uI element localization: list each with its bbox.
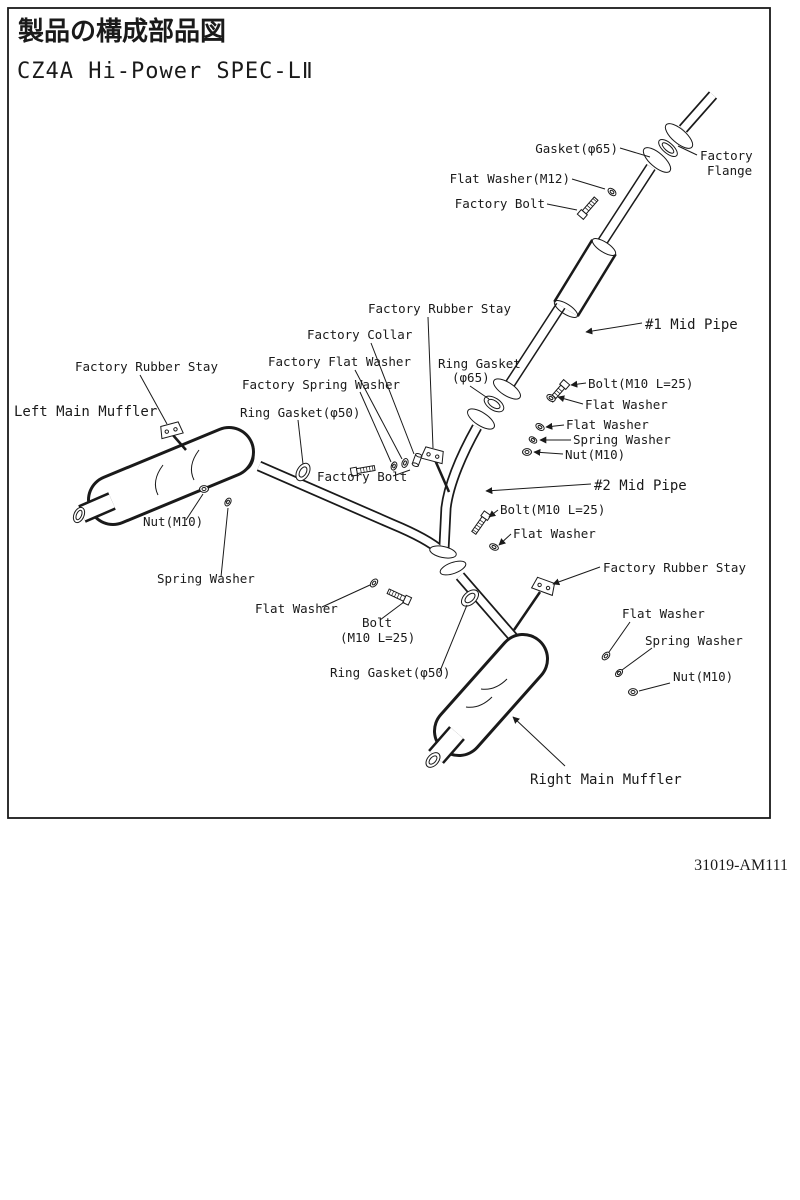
ring-gasket-65-glyph: [483, 395, 505, 413]
label-ring-gasket-65-line2: (φ65): [452, 370, 490, 385]
label-bolt-lower-line1: Bolt: [362, 615, 392, 630]
label-bolt-lower-line2: (M10 L=25): [340, 630, 415, 645]
nut-bottom-right-glyph: [628, 688, 638, 696]
label-left-main-muffler: Left Main Muffler: [14, 404, 157, 420]
label-factory-flange-line2: Flange: [707, 163, 752, 178]
label-nut-m10-left: Nut(M10): [143, 514, 203, 529]
label-factory-rubber-stay-right: Factory Rubber Stay: [603, 560, 746, 575]
label-flat-washer-m12: Flat Washer(M12): [450, 171, 570, 186]
label-factory-spring-washer: Factory Spring Washer: [242, 377, 401, 392]
exhaust-drawing: [72, 91, 718, 768]
label-factory-collar: Factory Collar: [307, 327, 413, 342]
hanger-rod-mid: [433, 459, 451, 493]
label-factory-rubber-stay-mid: Factory Rubber Stay: [368, 301, 511, 316]
label-flat-washer-right-mid: Flat Washer: [566, 417, 649, 432]
ring-gasket-50-left-glyph: [295, 462, 311, 482]
left-main-muffler-shape: [72, 426, 255, 526]
leader-lines: [139, 145, 698, 767]
gasket-65-glyph: [658, 138, 678, 158]
label-nut-m10-bottom-right: Nut(M10): [673, 669, 733, 684]
label-flat-washer-bottom-right: Flat Washer: [622, 606, 705, 621]
label-factory-bolt-mid: Factory Bolt: [317, 469, 407, 484]
label-bolt-m10-center: Bolt(M10 L=25): [500, 502, 605, 517]
ring-gasket-50-right-glyph: [460, 589, 480, 607]
y-pipe-shape: [241, 424, 531, 656]
factory-flange-shape: [642, 91, 718, 173]
nut-right-glyph: [522, 448, 532, 456]
hanger-rod-right: [512, 591, 542, 631]
right-main-muffler-shape: [425, 633, 549, 768]
label-mid-pipe-2: #2 Mid Pipe: [594, 478, 687, 494]
number1-mid-pipe-shape: [493, 164, 656, 400]
hanger-rod-left: [171, 433, 187, 451]
label-ring-gasket-50-right: Ring Gasket(φ50): [330, 665, 450, 680]
label-factory-flat-washer: Factory Flat Washer: [268, 354, 411, 369]
label-factory-bolt-top: Factory Bolt: [455, 196, 545, 211]
label-spring-washer-bottom-right: Spring Washer: [645, 633, 743, 648]
label-right-main-muffler: Right Main Muffler: [530, 772, 682, 788]
label-factory-rubber-stay-left: Factory Rubber Stay: [75, 359, 218, 374]
label-gasket-65: Gasket(φ65): [535, 141, 618, 156]
part-labels: Gasket(φ65) Factory Flange Flat Washer(M…: [14, 141, 753, 788]
diagram-border: [7, 7, 771, 819]
nut-left-glyph: [199, 485, 209, 493]
label-flat-washer-center: Flat Washer: [513, 526, 596, 541]
label-nut-m10-right: Nut(M10): [565, 447, 625, 462]
part-number: 31019-AM111: [694, 857, 788, 874]
page-title: 製品の構成部品図: [18, 17, 226, 47]
label-spring-washer-right: Spring Washer: [573, 432, 671, 447]
label-ring-gasket-65-line1: Ring Gasket: [438, 356, 521, 371]
label-ring-gasket-50-left: Ring Gasket(φ50): [240, 405, 360, 420]
label-spring-washer-left: Spring Washer: [157, 571, 255, 586]
label-bolt-m10-right: Bolt(M10 L=25): [588, 376, 693, 391]
label-factory-flange-line1: Factory: [700, 148, 753, 163]
label-flat-washer-right-upper: Flat Washer: [585, 397, 668, 412]
number2-pipe-flange: [467, 408, 495, 430]
label-mid-pipe-1: #1 Mid Pipe: [645, 317, 738, 333]
page-subtitle: CZ4A Hi-Power SPEC-LⅡ: [17, 59, 314, 84]
label-flat-washer-left: Flat Washer: [255, 601, 338, 616]
